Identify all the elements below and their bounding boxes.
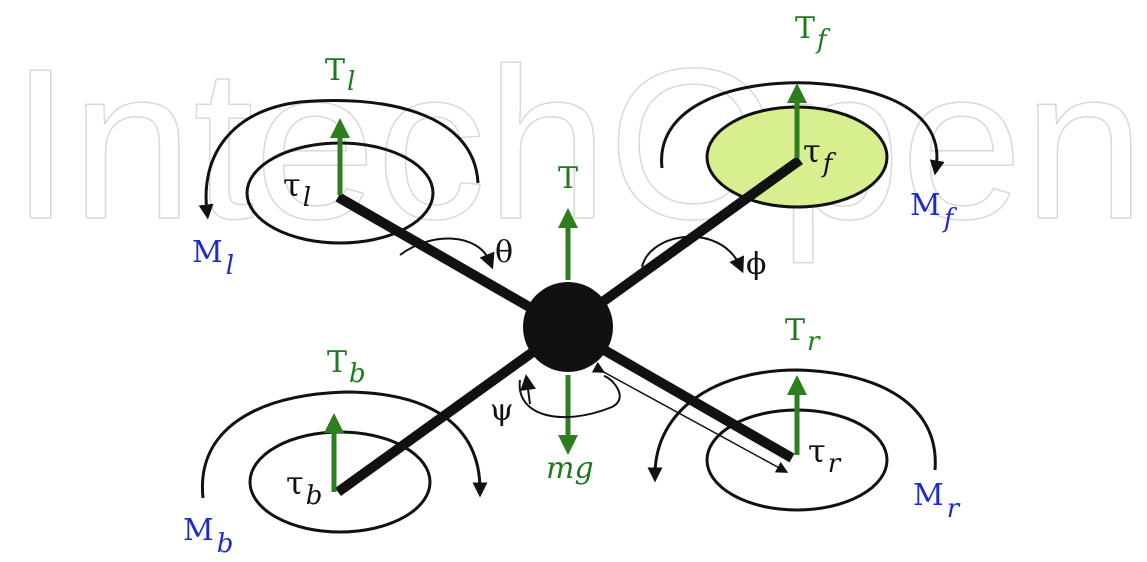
arm-length-arrow [591,361,789,473]
psi-label: ψ [490,393,514,428]
theta-arc-arrow [399,237,495,270]
phi-arc-arrow [641,235,744,274]
weight-label: mg [546,451,594,486]
watermark-text: IntechOpen [10,23,1145,264]
moment-back-arrow [200,390,488,499]
moment-left-arrow [198,98,480,220]
torque-left-label: τl [283,166,311,213]
thrust-left-label: Tl [325,53,355,97]
phi-label: ϕ [746,247,766,282]
psi-arc-arrow [520,374,537,405]
center-hub [523,282,613,372]
moment-front-arrow [660,81,945,176]
thrust-back-label: Tb [327,345,366,389]
thrust-total-label: T [558,161,578,196]
torque-right-label: τr [808,432,842,479]
torque-back-label: τb [286,464,322,511]
theta-label: θ [495,235,513,270]
thrust-right-label: Tr [785,313,821,357]
